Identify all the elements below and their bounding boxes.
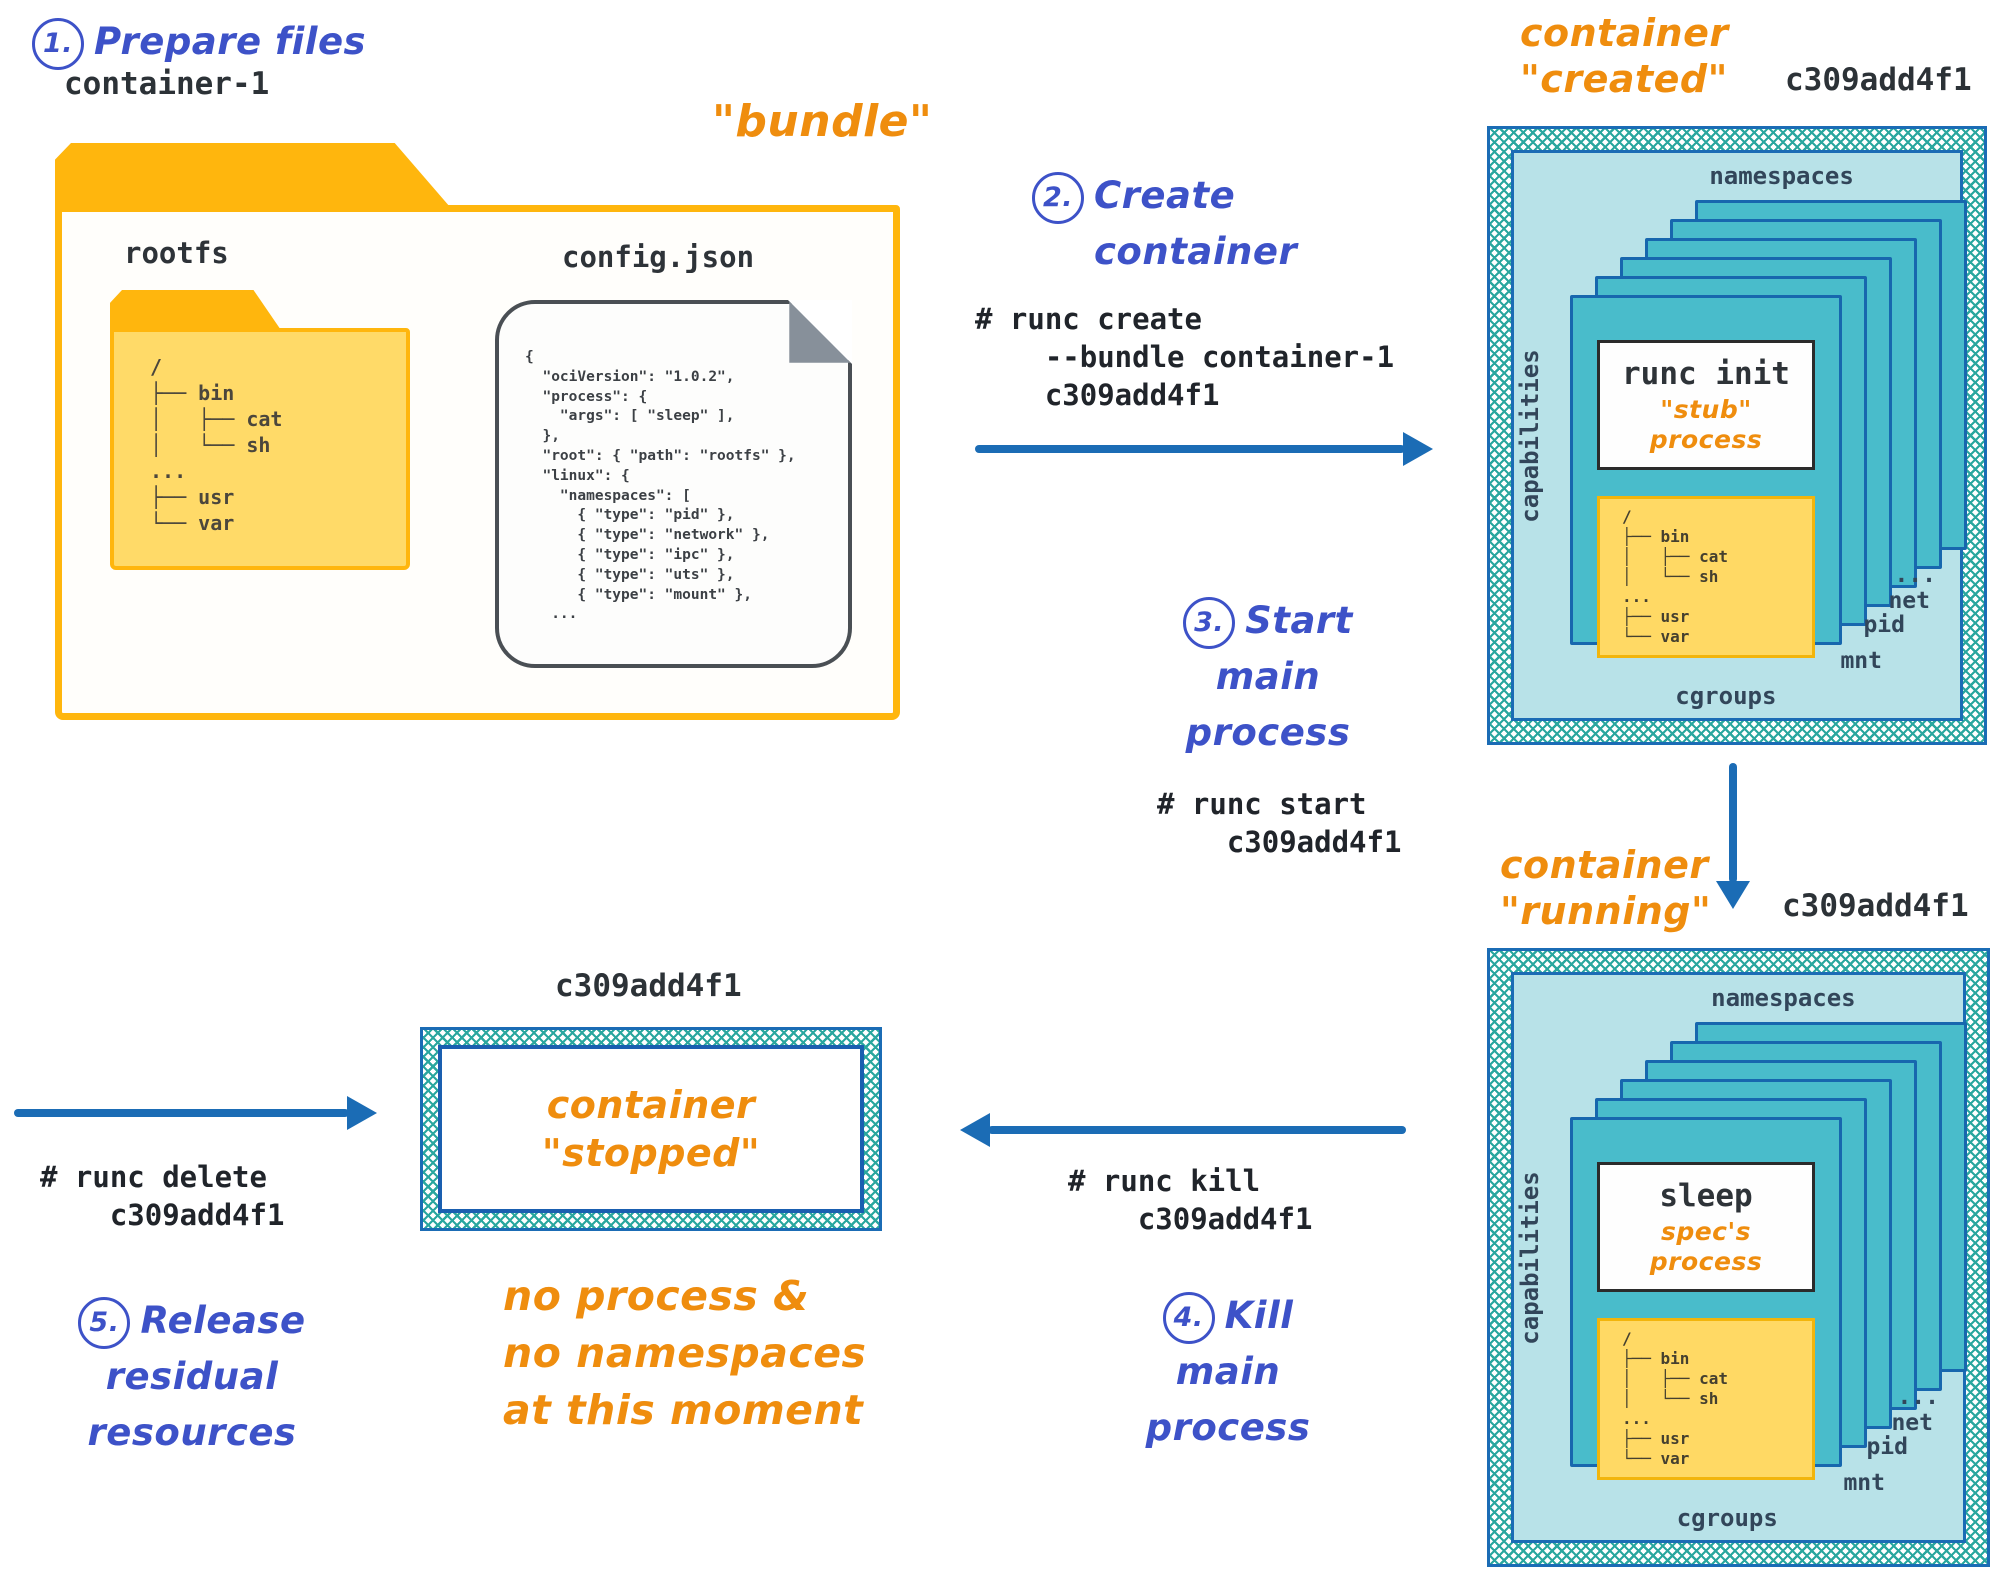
created-state-label: container "created" [1520,11,1729,101]
capabilities-label: capabilities [1516,1170,1544,1345]
step-2-number: 2. [1032,171,1084,224]
rootfs-folder: / ├── bin │ ├── cat │ └── sh ... ├── usr… [110,328,410,570]
kill-arrow-icon [960,1113,1406,1147]
namespace-pid-label: pid [1863,612,1905,638]
folded-corner-icon [788,300,852,364]
namespace-more-label: ... [1897,1384,1939,1410]
container-filesystem-tree: / ├── bin │ ├── cat │ └── sh ... ├── usr… [1622,507,1728,646]
running-container-id: c309add4f1 [1782,888,1969,924]
step-2-label-line1: Create [1094,174,1236,217]
namespaces-label: namespaces [1711,984,1856,1012]
create-arrow-icon [975,432,1433,466]
step-5-label-line1: Release [140,1299,306,1342]
runc-create-command: # runc create --bundle container-1 c309a… [975,302,1395,412]
stopped-state-line1: container [546,1083,756,1127]
step-5-annotation: 5.Release residual resources [62,1293,322,1461]
rootfs-label: rootfs [124,236,229,270]
config-json-document: { "ociVersion": "1.0.2", "process": { "a… [495,300,852,668]
stopped-container-boundary: container "stopped" [438,1045,864,1213]
step-5-label-line2: residual [105,1355,279,1398]
namespace-front-layer: sleep spec's process / ├── bin │ ├── cat… [1570,1117,1842,1480]
step-1-number: 1. [32,17,84,70]
bundle-folder-title: container-1 [64,66,270,102]
step-4-label-line2: main [1175,1350,1281,1393]
step-1-label: Prepare files [94,20,367,63]
step-4-annotation: 4.Kill main process [1128,1288,1328,1456]
step-3-annotation: 3.Start main process [1168,593,1368,761]
cgroups-label: cgroups [1676,1504,1778,1532]
delete-arrow-icon [14,1096,377,1130]
running-container-boundary: namespaces capabilities cgroups sleep sp… [1511,972,1967,1543]
stopped-state-line2: "stopped" [541,1131,761,1175]
process-note: spec's process [1649,1217,1763,1276]
namespace-more-label: ... [1894,562,1936,588]
namespace-mnt-label: mnt [1843,1470,1885,1496]
step-3-label-line3: process [1185,711,1351,754]
step-5-label-line3: resources [87,1411,297,1454]
namespace-net-label: net [1891,1410,1933,1436]
config-json-content: { "ociVersion": "1.0.2", "process": { "a… [525,349,796,623]
stopped-note: no process & no namespaces at this momen… [503,1272,867,1434]
config-json-label: config.json [562,240,755,274]
step-4-number: 4. [1162,1291,1215,1344]
namespaces-label: namespaces [1709,162,1854,190]
bundle-folder-tab [55,143,450,207]
runc-kill-command: # runc kill c309add4f1 [1068,1164,1313,1236]
process-box: runc init "stub" process [1597,340,1815,470]
cgroups-label: cgroups [1675,682,1777,710]
step-4-label-line3: process [1145,1406,1311,1449]
created-container-id: c309add4f1 [1785,62,1972,98]
step-2-label-line2: container [1094,230,1298,273]
running-state-label: container "running" [1500,843,1712,933]
step-3-label-line1: Start [1245,599,1353,642]
namespace-mnt-label: mnt [1840,648,1882,674]
step-3-label-line2: main [1215,655,1321,698]
step-1-annotation: 1.Prepare files [32,14,366,70]
step-2-annotation: 2.Create container [1032,168,1297,280]
capabilities-label: capabilities [1516,348,1544,523]
container-filesystem-tree: / ├── bin │ ├── cat │ └── sh ... ├── usr… [1622,1329,1728,1468]
stopped-container-diagram: container "stopped" [420,1027,882,1231]
container-rootfs-box: / ├── bin │ ├── cat │ └── sh ... ├── usr… [1597,1318,1815,1480]
process-note: "stub" process [1649,395,1763,454]
process-box: sleep spec's process [1597,1162,1815,1292]
process-name: runc init [1622,356,1790,392]
namespace-net-label: net [1888,588,1930,614]
created-container-diagram: namespaces capabilities cgroups runc ini… [1487,126,1987,745]
runc-start-command: # runc start c309add4f1 [1157,787,1402,859]
running-container-diagram: namespaces capabilities cgroups sleep sp… [1487,948,1990,1567]
namespace-front-layer: runc init "stub" process / ├── bin │ ├──… [1570,295,1842,658]
namespace-pid-label: pid [1866,1434,1908,1460]
created-container-boundary: namespaces capabilities cgroups runc ini… [1511,150,1967,721]
rootfs-filesystem-tree: / ├── bin │ ├── cat │ └── sh ... ├── usr… [150,355,283,535]
step-4-label-line1: Kill [1224,1294,1294,1337]
bundle-annotation: "bundle" [712,96,933,147]
bundle-folder: rootfs config.json / ├── bin │ ├── cat │… [55,205,900,720]
container-rootfs-box: / ├── bin │ ├── cat │ └── sh ... ├── usr… [1597,496,1815,658]
stopped-container-id: c309add4f1 [555,968,742,1004]
step-3-number: 3. [1183,596,1236,649]
process-name: sleep [1659,1178,1753,1214]
start-arrow-icon [1716,763,1750,909]
runc-delete-command: # runc delete c309add4f1 [40,1160,285,1232]
step-5-number: 5. [78,1296,131,1349]
